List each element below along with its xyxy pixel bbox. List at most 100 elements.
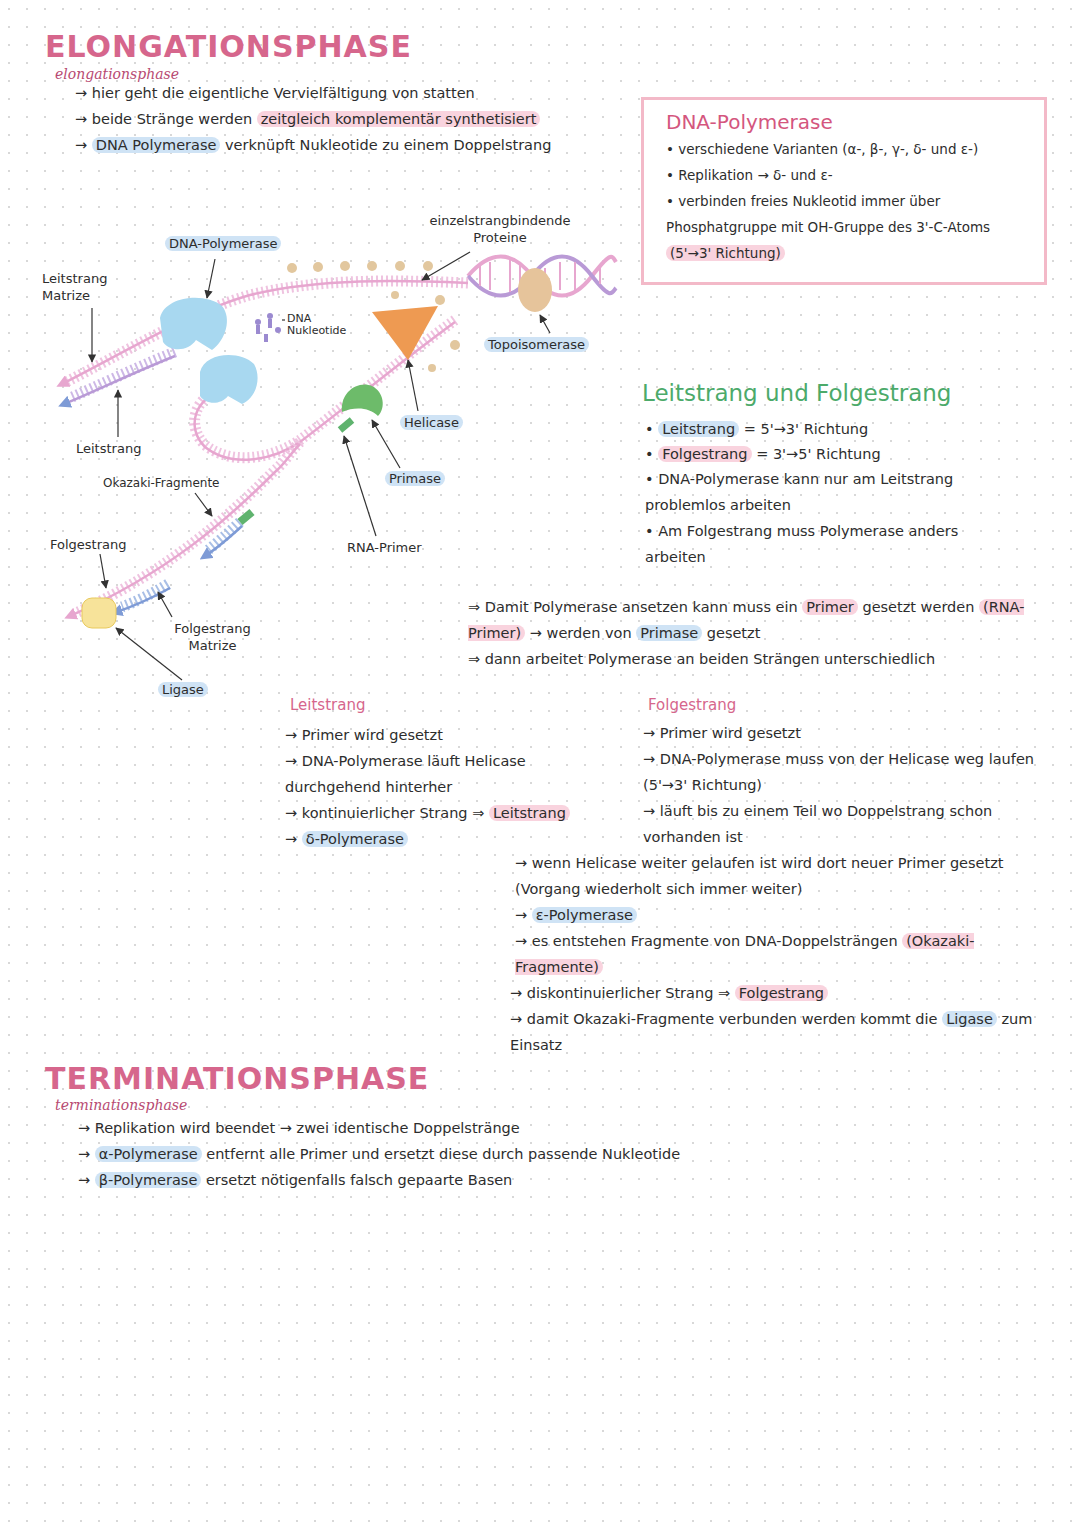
text-line: RNA-Primer — [347, 539, 422, 556]
note-text: → DNA-Polymerase muss von der Helicase w… — [643, 751, 1034, 793]
text-line: Folgestrang — [50, 536, 127, 553]
text-line: Leitstrang — [290, 692, 365, 718]
note-text: → läuft bis zu einem Teil wo Doppelstran… — [643, 803, 992, 845]
note-text: → diskontinuierlicher Strang ⇒ — [510, 985, 730, 1001]
note-text: entfernt alle Primer und ersetzt diese d… — [206, 1146, 680, 1162]
note-text: = 3'→5' Richtung — [756, 446, 880, 462]
note-text: einzelstrangbindende Proteine — [430, 213, 571, 245]
note-text: → Replikation wird beendet → zwei identi… — [78, 1120, 520, 1136]
note-text: ⇒ Damit Polymerase ansetzen kann muss ei… — [468, 599, 798, 615]
highlight-term: Topoisomerase — [484, 337, 589, 352]
text-line: • Folgestrang = 3'→5' Richtung — [645, 441, 1045, 467]
note-text: RNA-Primer — [347, 540, 422, 555]
text-line: Ligase — [158, 681, 208, 698]
highlight-term: ε-Polymerase — [532, 907, 637, 923]
text-line: elongationsphase — [55, 66, 555, 82]
note-text: → werden von — [530, 625, 632, 641]
highlight-term: DNA Polymerase — [92, 137, 221, 153]
highlight-term: Ligase — [158, 682, 208, 697]
note-text: → hier geht die eigentliche Vervielfälti… — [75, 85, 475, 101]
text-line: DNA-Polymerase — [165, 235, 281, 252]
box-text: • verschiedene Varianten (α-, β-, γ-, δ-… — [666, 141, 978, 157]
note-text: → beide Stränge werden — [75, 111, 252, 127]
leading-backbone — [64, 356, 175, 404]
note-text: • — [645, 421, 654, 437]
text-line: Leitstrang Matrize — [42, 270, 122, 304]
note-text: → damit Okazaki-Fragmente verbunden werd… — [510, 1011, 938, 1027]
highlight-term: δ-Polymerase — [302, 831, 408, 847]
text-line: TERMINATIONSPHASE — [45, 1062, 645, 1096]
note-text: → wenn Helicase weiter gelaufen ist wird… — [515, 855, 1003, 897]
rna-primer-piece — [240, 512, 252, 522]
note-text: verknüpft Nukleotide zu einem Doppelstra… — [225, 137, 551, 153]
note-text: DNA Nukleotide — [287, 312, 346, 337]
text-line: → α-Polymerase entfernt alle Primer und … — [78, 1141, 978, 1167]
text-line: → kontinuierlicher Strang ⇒ Leitstrang — [285, 800, 615, 826]
text-line: → damit Okazaki-Fragmente verbunden werd… — [510, 1006, 1070, 1058]
text-line: → beide Stränge werden zeitgleich komple… — [75, 106, 635, 132]
text-line: • Am Folgestrang muss Polymerase anders … — [645, 518, 980, 570]
note-text: Folgestrang Matrize — [174, 621, 251, 653]
text-line: → Primer wird gesetzt — [643, 720, 1063, 746]
note-text: Leitstrang — [76, 441, 141, 456]
note-text: → DNA-Polymerase läuft Helicase durchgeh… — [285, 753, 526, 795]
template-backbone — [62, 281, 468, 384]
text-line: → wenn Helicase weiter gelaufen ist wird… — [515, 850, 1060, 902]
text-line: • Leitstrang = 5'→3' Richtung — [645, 416, 1045, 442]
text-line: → δ-Polymerase — [285, 826, 575, 852]
text-line: → diskontinuierlicher Strang ⇒ Folgestra… — [510, 980, 1070, 1006]
text-line: Leitstrang und Folgestrang — [642, 378, 1062, 408]
text-line: ELONGATIONSPHASE — [45, 30, 645, 64]
text-line: • DNA-Polymerase kann nur am Leitstrang … — [645, 466, 980, 518]
text-line: ⇒ dann arbeitet Polymerase an beiden Str… — [468, 646, 1058, 672]
note-text: Folgestrang — [648, 696, 736, 714]
text-line: → ε-Polymerase — [515, 902, 1060, 928]
highlight-term: Primase — [636, 625, 702, 641]
note-text: → Primer wird gesetzt — [285, 727, 443, 743]
note-text: = 5'→3' Richtung — [744, 421, 868, 437]
text-line: einzelstrangbindende Proteine — [410, 212, 590, 246]
highlight-term: Leitstrang — [489, 805, 570, 821]
text-line: → es entstehen Fragmente von DNA-Doppels… — [515, 928, 995, 980]
topoisomerase-shape — [518, 268, 552, 312]
note-text: → — [75, 137, 87, 153]
info-box: DNA-Polymerase • verschiedene Varianten (… — [641, 97, 1047, 285]
template-strand — [78, 442, 300, 612]
primase-shape — [342, 384, 383, 416]
okazaki-fragment — [122, 584, 168, 607]
text-line: Helicase — [400, 414, 463, 431]
note-text: elongationsphase — [55, 66, 179, 82]
highlight-term: zeitgleich komplementär synthetisiert — [257, 111, 541, 127]
note-text: ersetzt nötigenfalls falsch gepaarte Bas… — [206, 1172, 512, 1188]
leader-lines — [92, 252, 550, 680]
text-line: Primase — [385, 470, 445, 487]
highlight-term: α-Polymerase — [95, 1146, 202, 1162]
nucleotide-marks — [255, 313, 281, 342]
text-line: → DNA-Polymerase läuft Helicase durchgeh… — [285, 748, 575, 800]
text-line: → β-Polymerase ersetzt nötigenfalls fals… — [78, 1167, 978, 1193]
highlight-term: DNA-Polymerase — [165, 236, 281, 251]
box-text: • Replikation → δ- und ε- — [666, 167, 833, 183]
box-heading: DNA-Polymerase — [666, 108, 1026, 136]
text-line: → hier geht die eigentliche Vervielfälti… — [75, 80, 635, 106]
text-line: Folgestrang — [648, 692, 736, 718]
text-line: → läuft bis zu einem Teil wo Doppelstran… — [643, 798, 1063, 850]
polymerase-shape — [160, 298, 227, 350]
text-line: Topoisomerase — [484, 336, 589, 353]
note-text: • Am Folgestrang muss Polymerase anders … — [645, 523, 958, 565]
highlight-term: Leitstrang — [658, 421, 739, 437]
note-text: → es entstehen Fragmente von DNA-Doppels… — [515, 933, 898, 949]
text-line: terminationsphase — [55, 1097, 555, 1113]
note-text: • — [645, 446, 654, 462]
note-text: terminationsphase — [55, 1097, 187, 1113]
note-text: Leitstrang und Folgestrang — [642, 380, 951, 406]
note-text: Folgestrang — [50, 537, 127, 552]
helicase-shape — [372, 306, 438, 360]
highlight-term: Ligase — [942, 1011, 997, 1027]
text-line: Leitstrang — [76, 440, 141, 457]
highlight-term: Folgestrang — [658, 446, 751, 462]
note-text: TERMINATIONSPHASE — [45, 1061, 429, 1096]
ligase-shape — [82, 598, 116, 628]
note-text: → — [78, 1172, 90, 1188]
note-text: Okazaki-Fragmente — [103, 476, 220, 490]
